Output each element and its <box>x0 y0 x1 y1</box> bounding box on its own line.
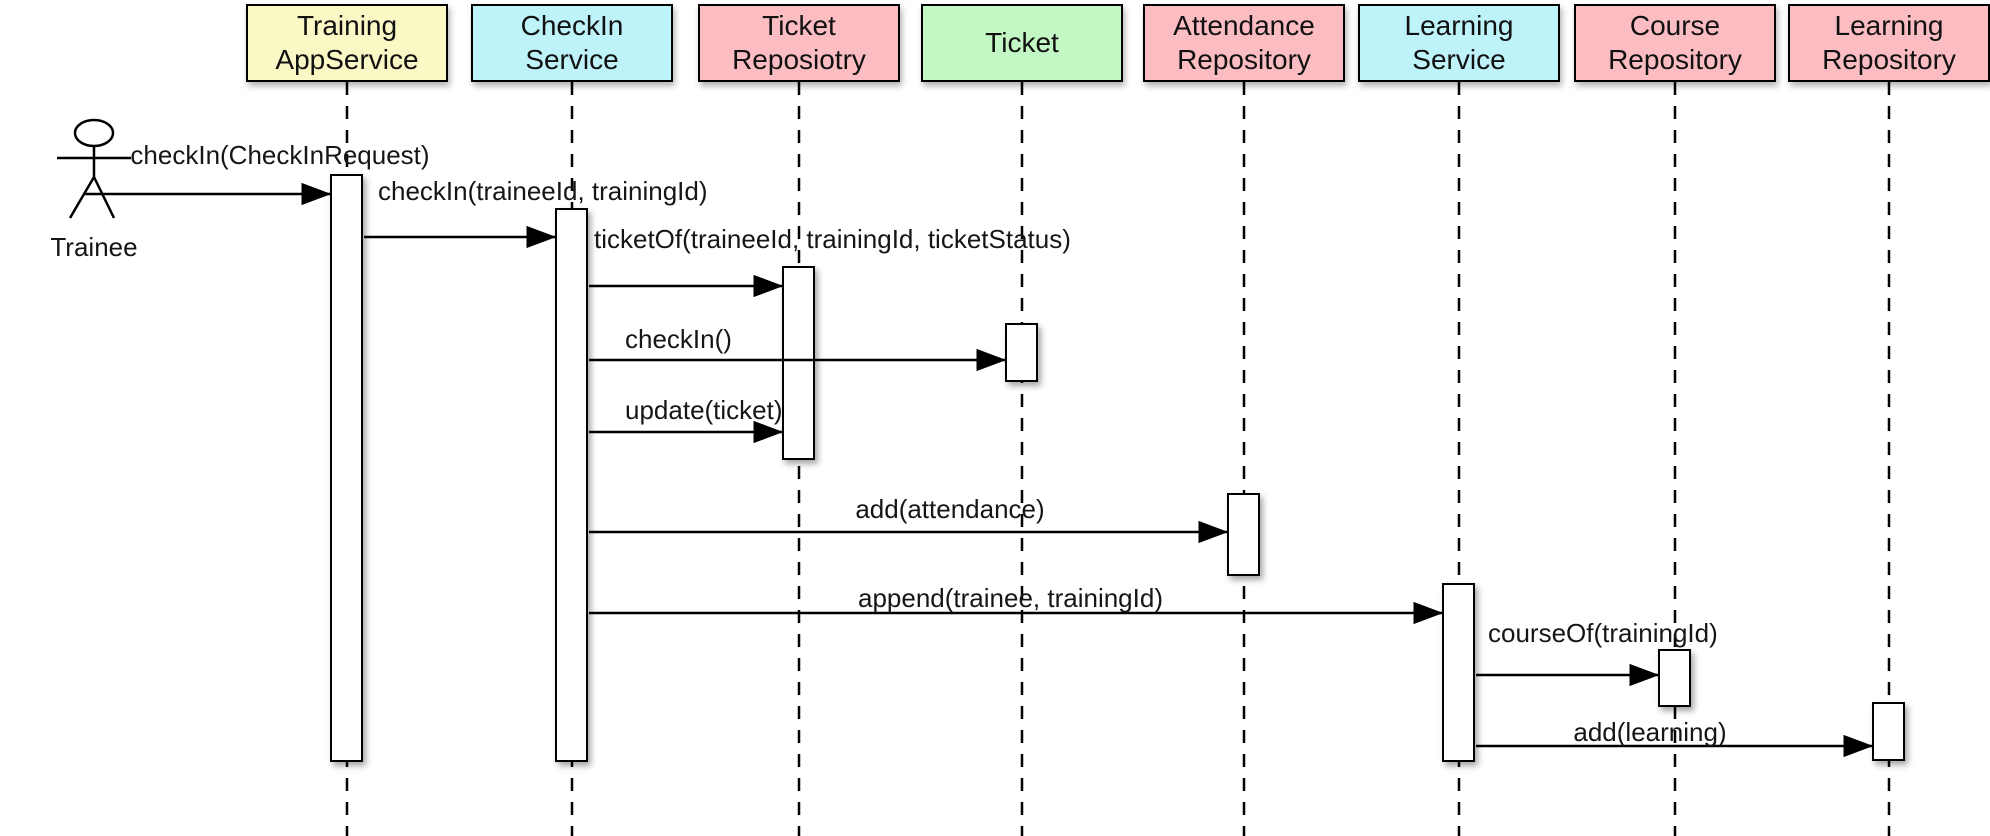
message-label-checkin-trainee: checkIn(traineeId, trainingId) <box>378 176 708 206</box>
participant-learning-repository: Learning Repository <box>1788 4 1990 82</box>
message-label-add-attendance: add(attendance) <box>855 494 1045 524</box>
participant-learning-service: Learning Service <box>1358 4 1560 82</box>
message-label-courseof: courseOf(trainingId) <box>1488 618 1718 648</box>
participant-course-repository: Course Repository <box>1574 4 1776 82</box>
activation-learning-repository <box>1872 702 1905 761</box>
participant-ticket-repository: Ticket Reposiotry <box>698 4 900 82</box>
actor-figure <box>57 118 131 219</box>
activation-learning-service <box>1442 583 1475 762</box>
actor-head <box>73 118 115 148</box>
message-label-update-ticket: update(ticket) <box>625 395 783 425</box>
activation-training-app-service <box>330 174 363 762</box>
actor-label: Trainee <box>50 232 138 262</box>
message-label-checkin-request: checkIn(CheckInRequest) <box>130 140 430 170</box>
message-label-checkin-ticket: checkIn() <box>625 324 732 354</box>
message-label-add-learning: add(learning) <box>1573 717 1727 747</box>
participant-training-app-service: Training AppService <box>246 4 448 82</box>
actor-right-leg <box>92 176 116 219</box>
message-label-ticketof: ticketOf(traineeId, trainingId, ticketSt… <box>594 224 1071 254</box>
participant-ticket: Ticket <box>921 4 1123 82</box>
participant-attendance-repository: Attendance Repository <box>1143 4 1345 82</box>
activation-checkin-service <box>555 208 588 762</box>
activation-ticket-repository <box>782 266 815 460</box>
actor-left-leg <box>68 176 96 219</box>
message-label-append-trainee: append(trainee, trainingId) <box>858 583 1163 613</box>
participant-checkin-service: CheckIn Service <box>471 4 673 82</box>
